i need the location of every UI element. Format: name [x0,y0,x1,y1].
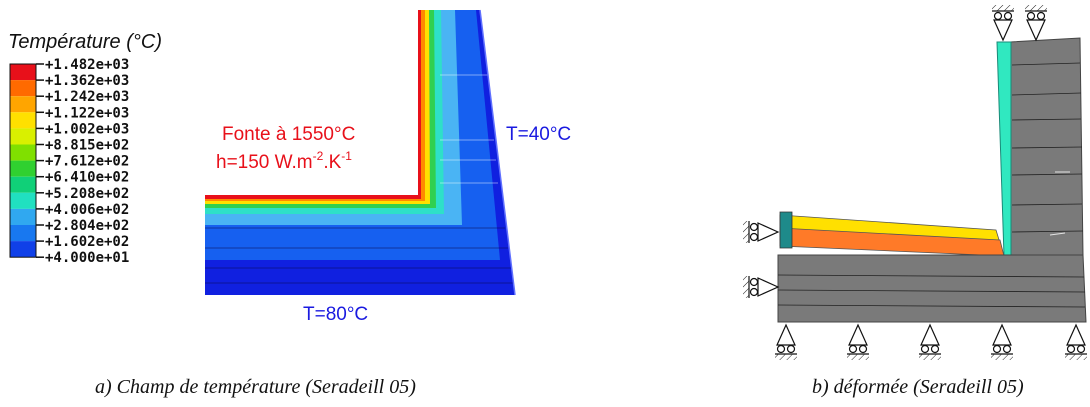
heat-transfer-coefficient-label: h=150 W.m-2.K-1 [216,149,352,173]
legend-value: +6.410e+02 [45,170,129,186]
fonte-temperature-label: Fonte à 1550°C [222,124,355,145]
bottom-boundary-temperature-label: T=80°C [303,304,368,325]
legend-swatch [10,241,36,258]
legend-value: +4.006e+02 [45,202,129,218]
legend-value: +1.602e+02 [45,234,129,250]
legend-value: +4.000e+01 [45,250,129,266]
legend-swatch [10,64,36,81]
legend-value: +1.362e+03 [45,73,129,89]
legend-swatch [10,192,36,209]
boundary-supports [743,5,1087,360]
color-legend-bar [9,63,37,258]
legend-value: +5.208e+02 [45,186,129,202]
legend-value: +7.612e+02 [45,154,129,170]
legend-swatch [10,96,36,113]
color-legend-labels: +1.482e+03+1.362e+03+1.242e+03+1.122e+03… [36,57,129,266]
legend-value: +1.122e+03 [45,105,129,121]
legend-value: +1.002e+03 [45,121,129,137]
legend-swatch [10,176,36,193]
legend-value: +1.242e+03 [45,89,129,105]
legend-swatch [10,80,36,97]
legend-swatch [10,144,36,161]
legend-swatch [10,160,36,177]
caption-temperature-field: a) Champ de température (Seradeill 05) [95,376,416,398]
legend-swatch [10,112,36,129]
right-boundary-temperature-label: T=40°C [506,124,571,145]
legend-title: Température (°C) [8,31,162,53]
caption-deformed-shape: b) déformée (Seradeill 05) [812,376,1024,398]
legend-swatch [10,225,36,242]
legend-swatch [10,208,36,225]
legend-value: +8.815e+02 [45,138,129,154]
legend-value: +1.482e+03 [45,57,129,73]
temperature-field-diagram [205,9,516,296]
legend-swatch [10,128,36,145]
legend-value: +2.804e+02 [45,218,129,234]
deformed-shape-diagram [777,37,1087,323]
